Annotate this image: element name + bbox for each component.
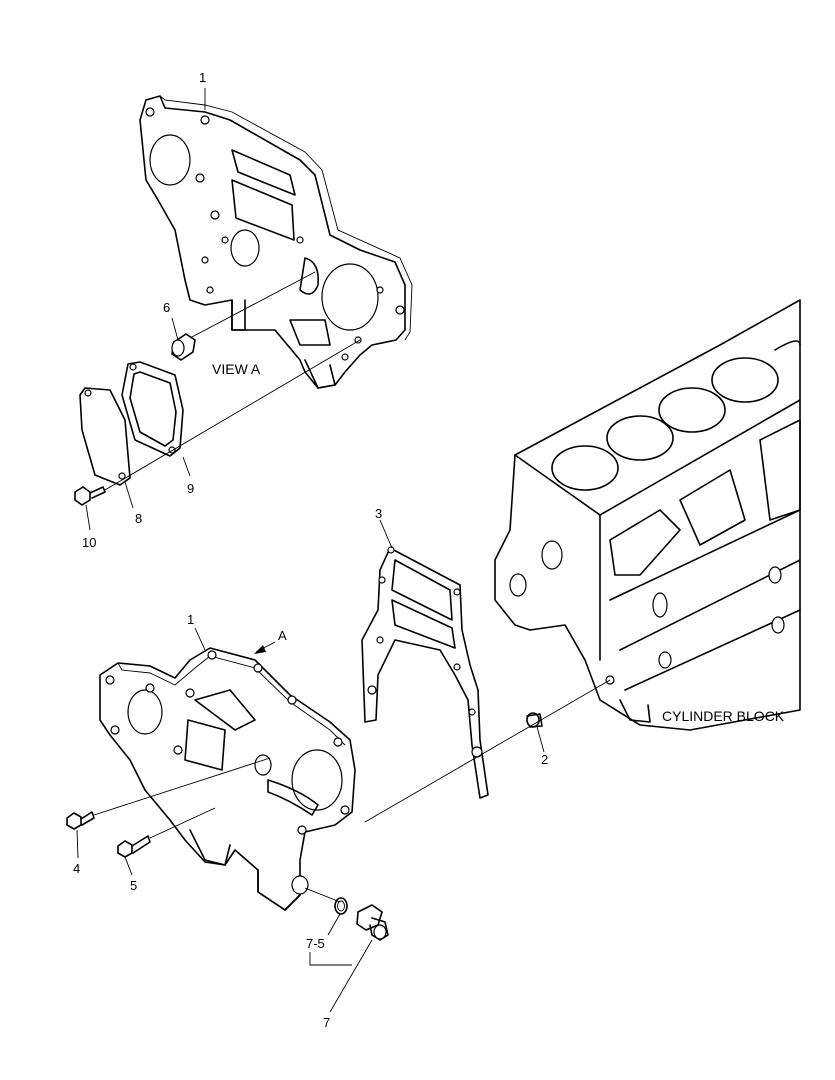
callout-1-bottom: 1 — [187, 612, 194, 627]
part-5-bolt — [117, 835, 151, 858]
part-9-gasket — [121, 361, 184, 457]
cylinder-block-label: CYLINDER BLOCK — [662, 708, 785, 724]
callout-2: 2 — [541, 752, 548, 767]
part-7-5-o-ring — [334, 897, 348, 915]
view-a-label: VIEW A — [212, 361, 261, 377]
view-arrow-a — [254, 641, 276, 654]
part-10-bolt — [74, 486, 106, 506]
view-arrow-label: A — [278, 628, 287, 643]
callout-6: 6 — [163, 300, 170, 315]
callout-5: 5 — [130, 878, 137, 893]
bottom-gear-housing — [99, 647, 356, 911]
callout-9: 9 — [187, 481, 194, 496]
bottom-leader-lines — [76, 519, 611, 1013]
callout-7-5: 7-5 — [306, 936, 325, 951]
callout-8: 8 — [135, 511, 142, 526]
part-6-plug — [171, 333, 196, 361]
cylinder-block — [494, 299, 801, 731]
part-8-cover-plate — [79, 387, 131, 486]
top-leader-lines — [85, 88, 361, 531]
callout-7: 7 — [323, 1015, 330, 1030]
part-7-plug — [356, 904, 389, 941]
callout-10: 10 — [82, 535, 96, 550]
part-2-dowel — [526, 712, 543, 728]
part-3-gasket — [361, 546, 489, 799]
callout-1-top: 1 — [199, 70, 206, 85]
part-4-bolt — [66, 811, 95, 830]
callout-4: 4 — [73, 861, 80, 876]
callout-3: 3 — [375, 506, 382, 521]
view-a-gear-housing — [139, 95, 413, 389]
